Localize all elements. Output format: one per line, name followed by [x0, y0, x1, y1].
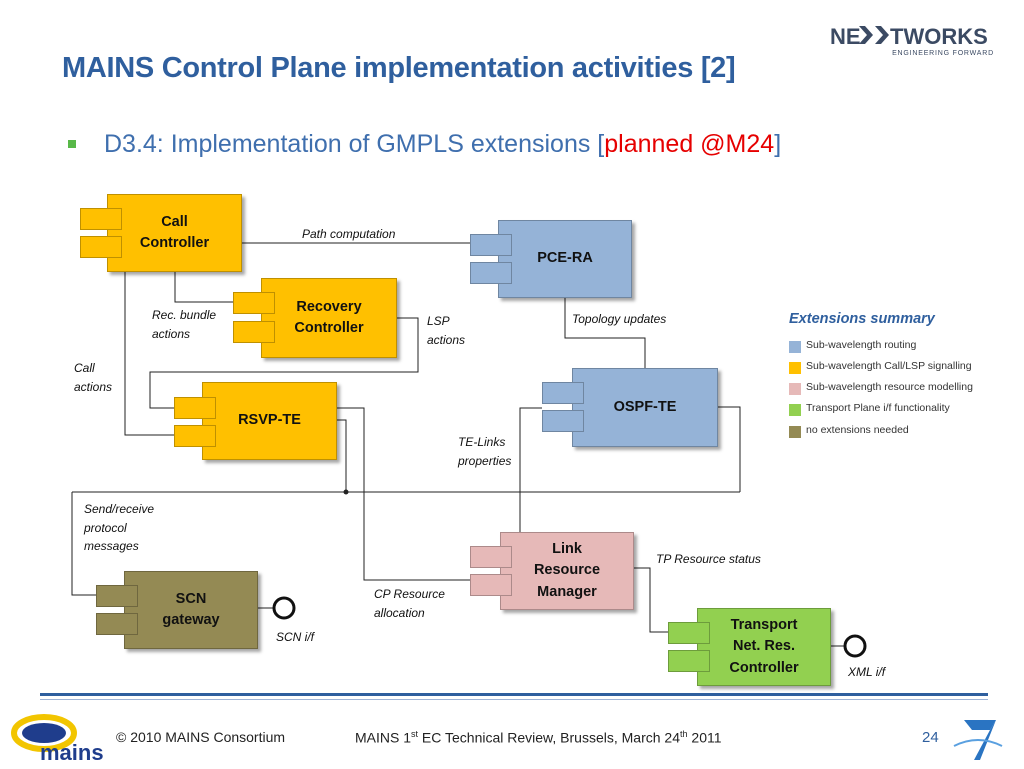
- footer-copyright: © 2010 MAINS Consortium: [116, 729, 286, 745]
- scn-gateway-port-bottom: [96, 613, 138, 635]
- call-controller-port-bottom: [80, 236, 122, 258]
- mains-logo-text: mains: [40, 740, 104, 764]
- scn-gateway-box: SCN gateway: [124, 571, 258, 649]
- scn-gateway-label: SCN gateway: [162, 590, 220, 628]
- label-scn-if: SCN i/f: [276, 630, 315, 644]
- bullet-prefix: D3.4: Implementation of GMPLS extensions…: [104, 130, 605, 158]
- legend-swatch-signalling: [789, 362, 801, 374]
- label-tp-resource: TP Resource status: [656, 552, 761, 566]
- tnrc-port-bottom: [668, 650, 710, 672]
- ospf-te-port-bottom: [542, 410, 584, 432]
- legend-label-transport: Transport Plane i/f functionality: [806, 402, 950, 414]
- bullet-highlight: planned @M24: [604, 130, 775, 158]
- footer-review: MAINS 1st EC Technical Review, Brussels,…: [355, 729, 722, 746]
- pce-ra-label: PCE-RA: [537, 250, 593, 267]
- footer-divider: [40, 693, 988, 696]
- call-controller-port-top: [80, 208, 122, 230]
- label-rec-bundle: Rec. bundle actions: [152, 308, 217, 341]
- page-title: MAINS Control Plane implementation activ…: [62, 52, 736, 84]
- recovery-controller-port-top: [233, 292, 275, 314]
- label-xml-if: XML i/f: [848, 665, 886, 679]
- ospf-te-port-top: [542, 382, 584, 404]
- label-call-actions: Call actions: [74, 361, 113, 394]
- logo-tagline: ENGINEERING FORWARD: [892, 50, 994, 57]
- fp7-logo: [950, 716, 1006, 764]
- rsvp-te-port-top: [174, 397, 216, 419]
- logo-text-right: TWORKS: [890, 24, 988, 49]
- mains-logo: mains: [10, 712, 106, 765]
- nextworks-logo: NE TWORKS ENGINEERING FORWARD: [828, 22, 998, 58]
- pce-ra-port-top: [470, 234, 512, 256]
- rsvp-te-box: RSVP-TE: [202, 382, 337, 460]
- link-resource-manager-label: Link Resource Manager: [533, 541, 601, 600]
- label-te-links: TE-Links properties: [458, 435, 512, 468]
- legend-title: Extensions summary: [789, 311, 935, 327]
- recovery-controller-box: Recovery Controller: [261, 278, 397, 358]
- legend-label-resource: Sub-wavelength resource modelling: [806, 381, 973, 393]
- lrm-port-bottom: [470, 574, 512, 596]
- bullet-text: D3.4: Implementation of GMPLS extensions…: [104, 130, 781, 159]
- xml-interface-icon: [843, 634, 867, 658]
- call-controller-label: Call Controller: [139, 213, 210, 251]
- link-resource-manager-box: Link Resource Manager: [500, 532, 634, 610]
- bullet-marker: [68, 140, 76, 148]
- legend-swatch-transport: [789, 404, 801, 416]
- tnrc-label: Transport Net. Res. Controller: [729, 617, 799, 676]
- rsvp-te-port-bottom: [174, 425, 216, 447]
- lrm-port-top: [470, 546, 512, 568]
- label-topology-updates: Topology updates: [572, 312, 667, 326]
- call-controller-box: Call Controller: [107, 194, 242, 272]
- recovery-controller-label: Recovery Controller: [294, 298, 364, 336]
- ospf-te-label: OSPF-TE: [613, 399, 677, 415]
- tnrc-port-top: [668, 622, 710, 644]
- label-lsp-actions: LSP actions: [427, 314, 466, 347]
- legend-label-routing: Sub-wavelength routing: [806, 339, 917, 351]
- legend-label-none: no extensions needed: [806, 424, 909, 436]
- scn-gateway-port-top: [96, 585, 138, 607]
- legend-label-signalling: Sub-wavelength Call/LSP signalling: [806, 360, 972, 372]
- logo-text-left: NE: [830, 24, 861, 49]
- label-send-receive: Send/receive protocol messages: [84, 502, 155, 554]
- label-cp-resource: CP Resource allocation: [374, 587, 445, 620]
- bullet-suffix: ]: [774, 130, 782, 158]
- pce-ra-box: PCE-RA: [498, 220, 632, 298]
- legend-swatch-none: [789, 426, 801, 438]
- scn-interface-icon: [272, 596, 296, 620]
- recovery-controller-port-bottom: [233, 321, 275, 343]
- page-number: 24: [922, 729, 939, 746]
- pce-ra-port-bottom: [470, 262, 512, 284]
- label-path-computation: Path computation: [302, 227, 396, 241]
- tnrc-box: Transport Net. Res. Controller: [697, 608, 831, 686]
- footer-divider-thin: [40, 699, 988, 700]
- ospf-te-box: OSPF-TE: [572, 368, 718, 447]
- rsvp-te-label: RSVP-TE: [238, 412, 301, 429]
- legend-swatch-routing: [789, 341, 801, 353]
- legend-swatch-resource: [789, 383, 801, 395]
